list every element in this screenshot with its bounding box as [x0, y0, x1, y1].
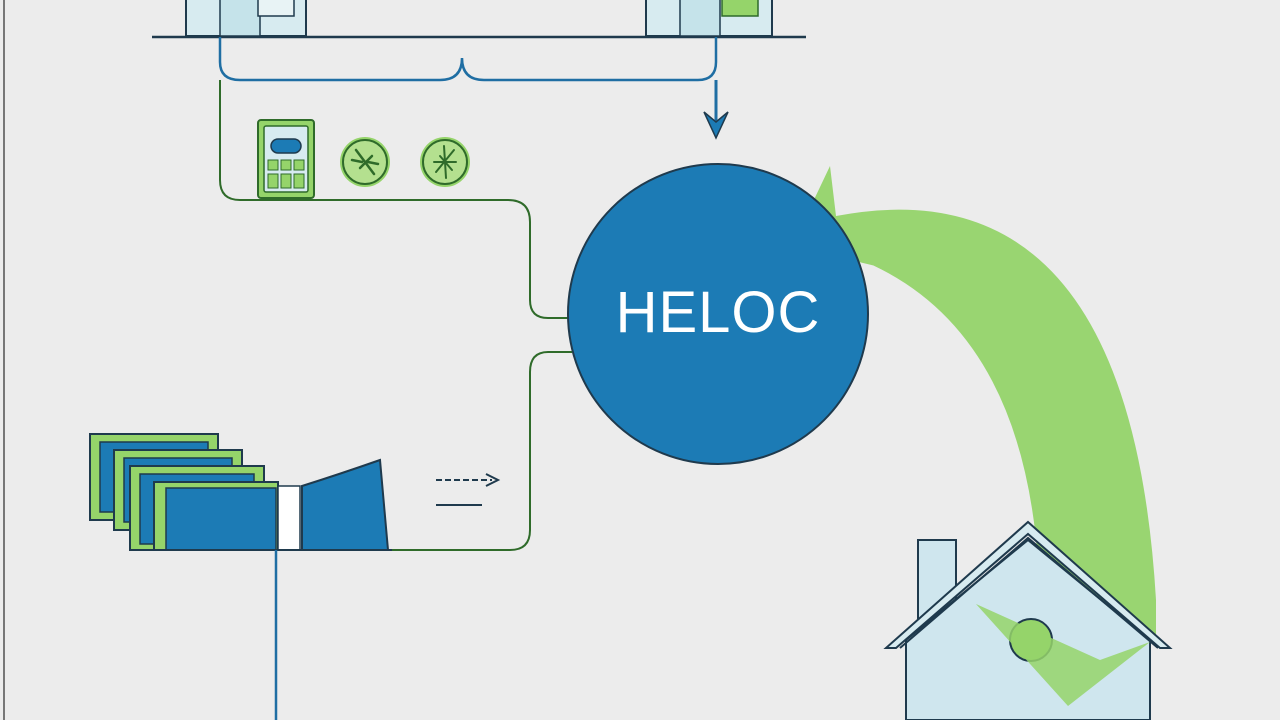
building-icon [185, 0, 307, 37]
leaf-coin-icon [340, 137, 390, 187]
brace-connector [218, 37, 718, 82]
money-stack-icon [89, 433, 392, 551]
curved-arrow-head [976, 604, 1150, 706]
arrow-icon [436, 473, 501, 506]
connector-line-top [219, 80, 570, 319]
connector-line-bottom [386, 351, 572, 551]
calculator-icon [257, 119, 315, 199]
heloc-label: HELOC [615, 280, 821, 345]
building-icon [645, 0, 773, 37]
leaf-coin-icon [420, 137, 470, 187]
arrow-icon [703, 111, 729, 140]
heloc-hub [567, 163, 869, 465]
